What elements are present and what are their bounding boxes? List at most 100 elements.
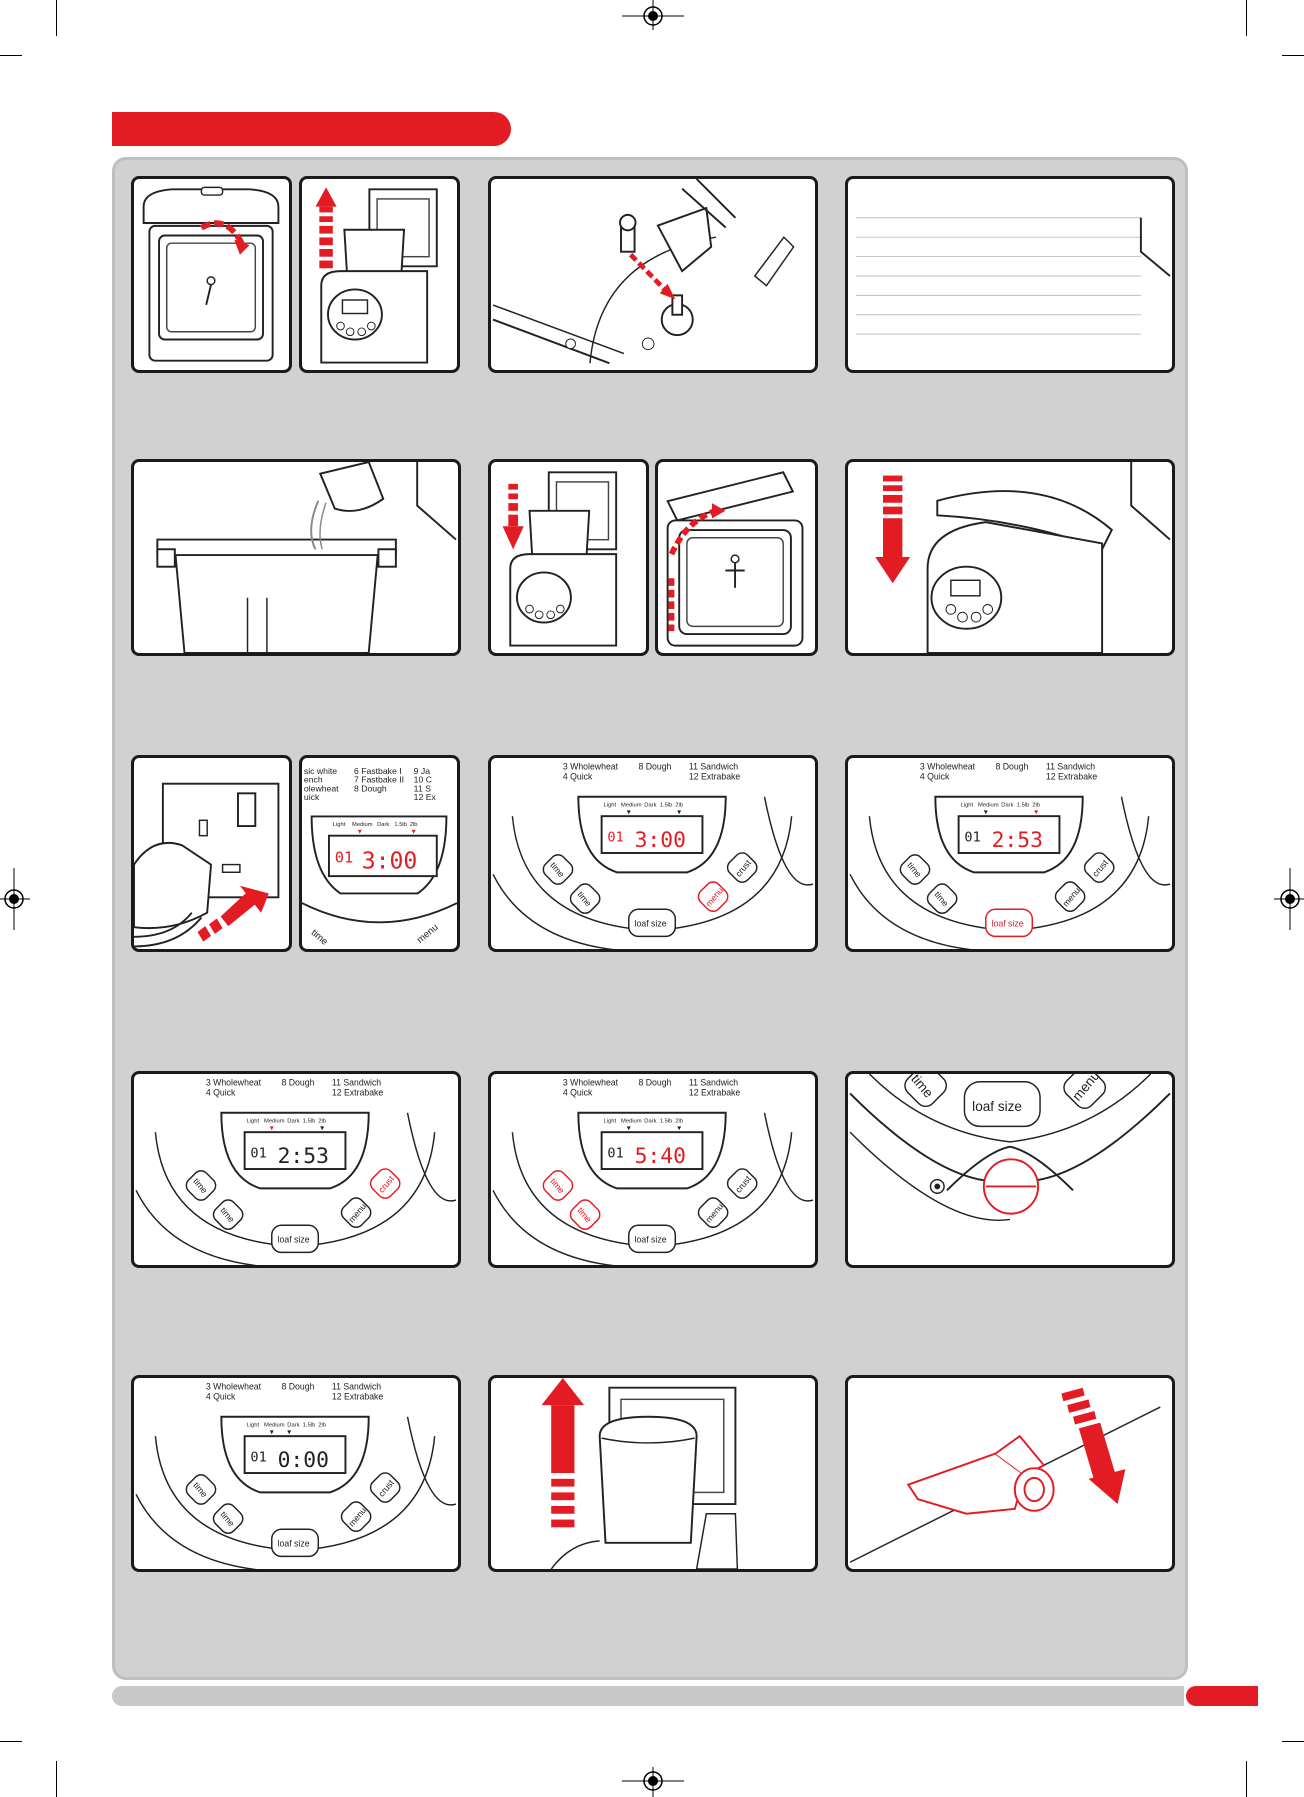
time-down-button[interactable]: time [924,881,960,917]
loaf-size-label: loaf size [635,919,667,929]
lcd-label: Medium [264,1118,285,1124]
lcd-label: 2lb [675,802,683,808]
menu-button[interactable]: menu [695,1195,731,1231]
menu-item-text: 4 Quick [563,1087,593,1097]
menu-button[interactable]: menu [1052,879,1088,915]
menu-button[interactable]: menu [338,1195,374,1231]
menu-item-text: 7 Fastbake II [354,775,404,785]
lcd-label: Light [333,822,346,828]
step-open-lid [131,176,292,373]
step-select-loaf-size: 3 Wholewheat 8 Dough 11 Sandwich 4 Quick… [845,755,1175,952]
lcd-time: 0:00 [278,1448,329,1473]
lcd-label: 1.5lb [303,1422,316,1428]
lcd-time: 2:53 [278,1144,329,1169]
loaf-size-label: loaf size [278,1235,310,1245]
step-start-stop: time loaf size menu [845,1071,1175,1268]
time-down-button[interactable]: time [210,1501,246,1537]
lcd-label: 2lb [675,1118,683,1124]
lcd-program-number: 01 [607,1145,623,1161]
step-close-lid [845,459,1175,656]
menu-item-text: 4 Quick [920,771,950,781]
menu-item-text: 12 Extrabake [689,771,741,781]
crust-button[interactable]: crust [724,850,760,886]
lcd-label: Light [247,1422,260,1428]
lcd-label: Medium [621,1118,642,1124]
menu-item-text: 8 Dough [281,1078,314,1088]
lcd-program-number: 01 [250,1449,266,1465]
crust-button[interactable]: crust [367,1470,403,1506]
start-stop-button[interactable] [982,1158,1040,1215]
crust-button[interactable]: crust [1081,850,1117,886]
lcd-label: Medium [621,802,642,808]
time-down-button[interactable]: time [567,1197,603,1233]
menu-button[interactable]: menu [338,1499,374,1535]
menu-item-text: ench [304,775,323,785]
lcd-label: Medium [264,1422,285,1428]
lcd-label: Medium [978,802,999,808]
lcd-label: Dark [287,1118,299,1124]
loaf-size-button[interactable]: loaf size [628,908,677,938]
menu-item-text: 3 Wholewheat [563,762,619,772]
time-button-label: time [309,927,330,947]
loaf-size-label: loaf size [972,1099,1022,1114]
menu-button[interactable]: menu [1060,1074,1109,1112]
lcd-label: 1.5lb [303,1118,316,1124]
time-up-button[interactable]: time [540,852,576,888]
menu-item-text: 8 Dough [354,783,387,793]
loaf-size-button[interactable]: loaf size [963,1081,1041,1128]
lcd-time: 5:40 [635,1144,686,1169]
menu-item-text: 12 Ex [414,792,437,802]
lcd-label: 2lb [410,822,418,828]
lcd-label: 1.5lb [1017,802,1030,808]
loaf-size-button[interactable]: loaf size [985,908,1034,938]
time-up-button[interactable]: time [183,1168,219,1204]
menu-item-text: 11 Sandwich [1046,762,1095,772]
loaf-size-label: loaf size [278,1539,310,1549]
lcd-program-number: 01 [250,1145,266,1161]
time-down-button[interactable]: time [210,1197,246,1233]
lcd-label: Light [961,802,974,808]
loaf-size-button[interactable]: loaf size [271,1528,320,1558]
menu-button-label: menu [415,922,440,946]
step-lift-pan [299,176,460,373]
menu-item-text: sic white [304,766,337,776]
crop-mark [56,0,57,36]
step-select-menu: 3 Wholewheat 8 Dough 11 Sandwich 4 Quick… [488,755,818,952]
time-down-button[interactable]: time [567,881,603,917]
time-up-button[interactable]: time [540,1168,576,1204]
loaf-size-button[interactable]: loaf size [628,1224,677,1254]
crust-button[interactable]: crust [724,1166,760,1202]
menu-item-text: 11 Sandwich [689,1078,738,1088]
time-up-button[interactable]: time [183,1472,219,1508]
menu-item-text: 8 Dough [638,1078,671,1088]
crust-button[interactable]: crust [367,1166,403,1202]
lcd-label: 2lb [318,1118,326,1124]
lcd-label: Light [604,802,617,808]
lcd-time: 3:00 [635,828,686,853]
step-set-delay-timer: 3 Wholewheat 8 Dough 11 Sandwich 4 Quick… [488,1071,818,1268]
registration-mark-right [1274,868,1304,930]
menu-item-text: 11 Sandwich [332,1078,381,1088]
lcd-label: Medium [352,822,373,828]
step-plug-in [131,755,292,952]
lcd-program-number: 01 [964,829,980,845]
menu-item-text: 11 Sandwich [332,1382,381,1392]
time-up-button[interactable]: time [897,852,933,888]
menu-item-text: 4 Quick [206,1391,236,1401]
lcd-label: Light [604,1118,617,1124]
menu-item-text: 12 Extrabake [689,1087,741,1097]
lcd-time: 3:00 [362,848,418,874]
menu-item-text: 10 C [414,775,432,785]
menu-button[interactable]: menu [695,879,731,915]
loaf-size-button[interactable]: loaf size [271,1224,320,1254]
lcd-label: Dark [377,822,389,828]
menu-item-text: 8 Dough [995,762,1028,772]
lcd-program-number: 01 [607,829,623,845]
registration-mark-left [0,868,30,930]
lcd-label: Dark [644,802,656,808]
time-button[interactable]: time [901,1074,950,1110]
loaf-size-label: loaf size [992,919,1024,929]
step-lock-pan [655,459,818,656]
menu-item-text: 11 S [414,783,431,793]
menu-item-text: 3 Wholewheat [563,1078,619,1088]
